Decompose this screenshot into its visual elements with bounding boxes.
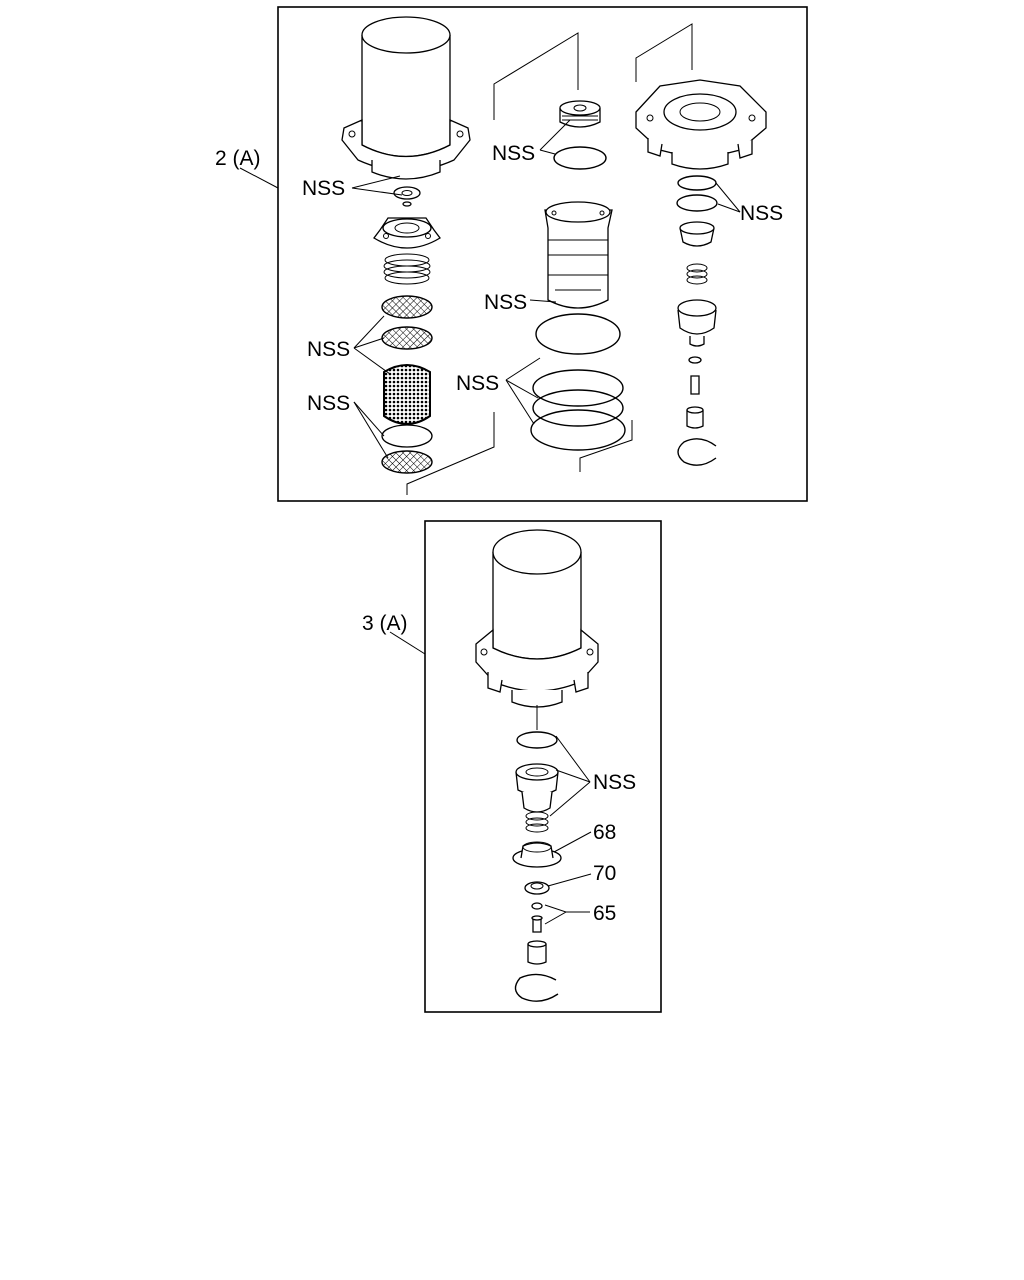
valve-housing-right (635, 79, 767, 170)
small-parts-right (686, 356, 704, 429)
desiccant-cartridge-lower (492, 529, 582, 660)
nss-callout: NSS (492, 142, 535, 165)
retainer-lower (527, 940, 547, 965)
nss-callout: NSS (307, 338, 350, 361)
nss-callout: NSS (740, 202, 783, 225)
seal-large-2 (532, 369, 624, 407)
assembly-2-label: 2 (A) (215, 147, 261, 170)
piston-lower-assembly (515, 763, 559, 813)
leader-lines-frame-2 (389, 631, 592, 925)
nss-callout: NSS (307, 392, 350, 415)
bracket-lines-frame-1 (406, 23, 693, 495)
filter-screens-lower (381, 424, 433, 474)
seal-large-1 (535, 313, 621, 355)
seal-large-4 (530, 409, 626, 451)
nss-callout: NSS (456, 372, 499, 395)
snap-ring-lower (514, 973, 559, 1002)
desiccant-cartridge (361, 16, 451, 158)
center-body (544, 201, 613, 309)
o-ring-right-1 (677, 175, 717, 191)
leader-lines-frame-1 (239, 119, 741, 459)
housing-flange-upper (341, 118, 471, 180)
nss-callout: NSS (593, 771, 636, 794)
o-ring-top (553, 146, 607, 170)
o-ring-right-2 (676, 194, 718, 212)
spring-lower (525, 811, 549, 833)
spring-right (686, 263, 708, 285)
spring-upper (383, 253, 431, 285)
assembly-2-frame (277, 6, 808, 502)
filter-screens-upper (381, 295, 433, 350)
nss-callout: NSS (302, 177, 345, 200)
small-seal (393, 186, 421, 207)
assembly-3-label: 3 (A) (362, 612, 408, 635)
part-68-diaphragm (512, 841, 562, 868)
desiccant-bag (383, 364, 431, 425)
part-68-label: 68 (593, 821, 616, 844)
part-70-valve (524, 881, 550, 895)
o-ring-lower-1 (516, 731, 558, 749)
assembly-3-frame (424, 520, 662, 1013)
piston-upper (679, 221, 715, 247)
seal-large-3 (532, 389, 624, 427)
part-65-label: 65 (593, 902, 616, 925)
piston-lower (677, 299, 717, 347)
part-70-label: 70 (593, 862, 616, 885)
check-valve-cap (559, 100, 601, 128)
nss-callout: NSS (484, 291, 527, 314)
part-65-screw-set (531, 902, 543, 933)
valve-cap (373, 217, 441, 249)
snap-ring-right (677, 438, 717, 466)
